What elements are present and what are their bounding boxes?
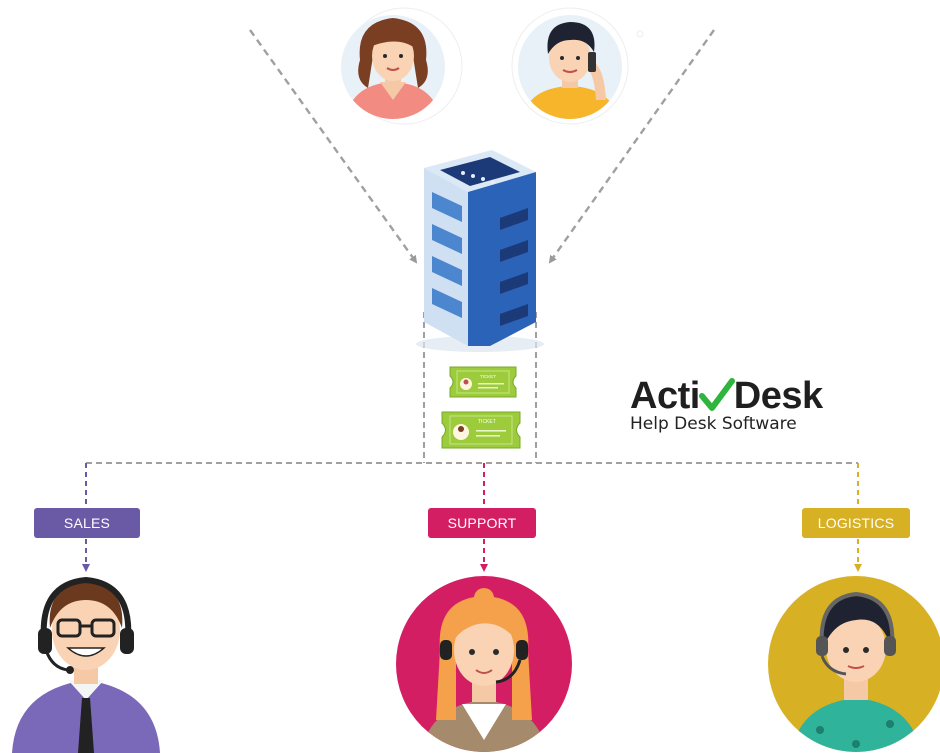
logo-tagline: Help Desk Software (630, 414, 797, 434)
logistics-department-label: LOGISTICS (802, 508, 910, 538)
logo-name-part2: Desk (733, 375, 823, 417)
server-rack-icon (416, 150, 544, 352)
logo-name-part1: Acti (630, 375, 700, 417)
ticket-icon: TICKET (441, 411, 521, 449)
support-agent-avatar (396, 576, 572, 752)
checkmark-icon (698, 378, 735, 411)
support-department-label: SUPPORT (428, 508, 536, 538)
sales-department-label: SALES (34, 508, 140, 538)
activdesk-logo: Acti Desk Help Desk Software (630, 376, 860, 434)
ticket-icon: TICKET (449, 366, 517, 398)
woman-customer-avatar (341, 15, 445, 119)
logistics-agent-avatar (768, 576, 940, 752)
man-on-phone-customer-avatar (518, 15, 622, 119)
logo-wordmark: Acti Desk (630, 376, 860, 416)
ticket-label: TICKET (478, 419, 496, 425)
ticket-label: TICKET (480, 374, 496, 379)
sales-agent-avatar (12, 576, 160, 753)
